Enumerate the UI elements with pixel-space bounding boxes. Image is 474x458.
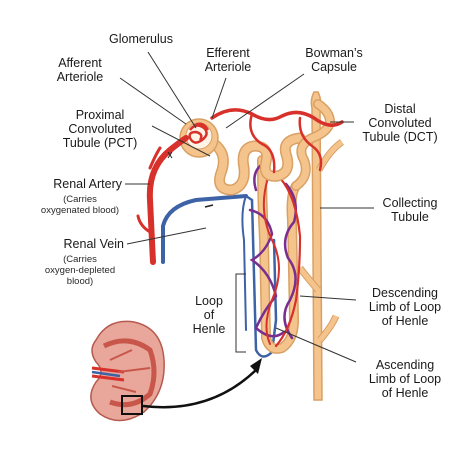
- efferent-arteriole-label: Efferent Arteriole: [204, 46, 252, 74]
- glomerulus: [188, 122, 210, 144]
- flow-arrow-icon: [167, 151, 173, 159]
- dct-label: Distal Convoluted Tubule (DCT): [362, 102, 438, 144]
- renal-vein-label: Renal Vein: [63, 237, 124, 251]
- renal-vein-note: (Carries oxygen-depleted blood): [44, 254, 116, 287]
- zoom-arrow: [142, 369, 257, 409]
- inset-highlight-box: [121, 395, 143, 415]
- loop-of-henle-label: Loop of Henle: [192, 294, 226, 336]
- afferent-arteriole-label: Afferent Arteriole: [56, 56, 104, 84]
- leader-lines: [119, 51, 374, 363]
- proximal-convoluted-tubule: [202, 132, 306, 196]
- loop-bracket: [235, 273, 246, 353]
- distal-convoluted-tubule: [291, 99, 336, 191]
- glomerulus-label: Glomerulus: [109, 32, 173, 46]
- pct-label: Proximal Convoluted Tubule (PCT): [62, 108, 138, 150]
- efferent-arteriole: [210, 108, 344, 174]
- descending-limb-label: Descending Limb of Loop of Henle: [368, 286, 442, 328]
- collecting-tubule-label: Collecting Tubule: [382, 196, 438, 224]
- kidney-inset: [90, 320, 165, 422]
- bowmans-capsule-label: Bowman’s Capsule: [305, 46, 363, 74]
- arrowhead-icon: [250, 358, 262, 374]
- renal-artery-note: (Carries oxygenated blood): [40, 194, 120, 216]
- flow-arrow-icon: [204, 204, 214, 208]
- ascending-limb-label: Ascending Limb of Loop of Henle: [368, 358, 442, 400]
- renal-artery-label: Renal Artery: [53, 177, 122, 191]
